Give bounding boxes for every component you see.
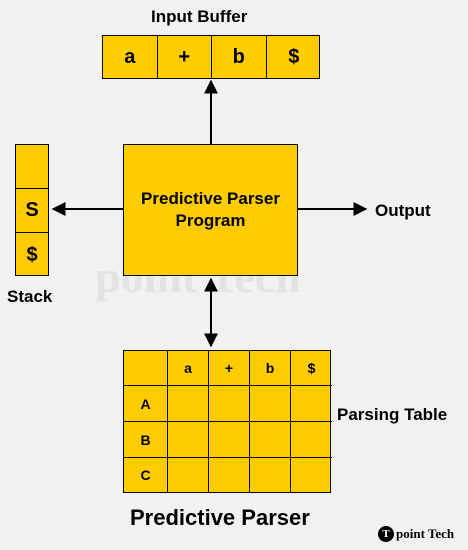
table-cell [250, 386, 291, 422]
table-cell [209, 386, 250, 422]
table-cell [250, 458, 291, 492]
table-cell [291, 458, 332, 492]
parsing-table-label: Parsing Table [337, 405, 448, 424]
buffer-cell: + [158, 36, 212, 78]
table-cell [209, 458, 250, 492]
table-row-header: B [124, 422, 168, 458]
buffer-cell: b [212, 36, 267, 78]
logo-text: point Tech [396, 526, 455, 541]
program-line-1: Predictive Parser [141, 189, 280, 208]
table-header-cell: a [168, 351, 209, 386]
stack-label: Stack [7, 287, 53, 306]
table-cell [168, 386, 209, 422]
output-label: Output [375, 201, 431, 220]
table-corner-cell [124, 351, 168, 386]
table-header-cell: + [209, 351, 250, 386]
table-cell [291, 386, 332, 422]
table-header-cell: b [250, 351, 291, 386]
table-cell [291, 422, 332, 458]
stack-cell: S [16, 189, 48, 233]
table-cell [250, 422, 291, 458]
parsing-table: a + b $ A B C [123, 350, 332, 493]
buffer-cell: $ [288, 45, 300, 68]
predictive-parser-program: Predictive Parser Program [123, 144, 298, 276]
table-cell [209, 422, 250, 458]
table-header-cell: $ [291, 351, 332, 386]
stack-cell: $ [26, 243, 38, 266]
program-line-2: Program [175, 211, 246, 230]
buffer-cell: a [103, 36, 158, 78]
input-buffer: a + b $ [102, 35, 320, 79]
stack-cell [16, 145, 48, 189]
tpoint-tech-logo: T point Tech [378, 526, 454, 542]
table-cell [168, 422, 209, 458]
diagram-title: Predictive Parser [130, 505, 310, 530]
table-row-header: A [124, 386, 168, 422]
stack: S $ [15, 144, 49, 276]
logo-t-icon: T [378, 526, 394, 542]
table-row-header: C [124, 458, 168, 492]
input-buffer-label: Input Buffer [151, 7, 248, 26]
table-cell [168, 458, 209, 492]
